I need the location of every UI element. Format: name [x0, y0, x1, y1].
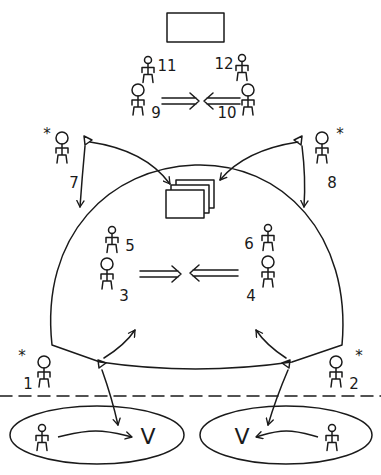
- asterisk-mark: *: [336, 127, 344, 142]
- pointer-arrow: [268, 370, 288, 425]
- person-figure: [56, 132, 68, 163]
- oval-outline: [198, 404, 374, 466]
- pointer-arrow: [256, 431, 318, 437]
- hand-marker: [84, 136, 92, 145]
- callout-number: 7: [69, 176, 79, 191]
- callout-number: 11: [157, 59, 176, 74]
- pointer-arrow: [58, 431, 132, 437]
- person-figure: [316, 132, 328, 163]
- hand-marker: [294, 136, 302, 145]
- person-figure: [262, 256, 274, 287]
- oval-group: V: [8, 404, 186, 466]
- pointer-arrow: [80, 146, 85, 207]
- hand-marker: [282, 360, 290, 368]
- asterisk-mark: *: [18, 349, 26, 364]
- person-figure: [142, 57, 154, 83]
- person-figure: [36, 425, 48, 451]
- callout-number: 5: [125, 239, 135, 254]
- screen-rect: [167, 13, 224, 42]
- person-figure: [101, 258, 113, 289]
- callout-number: 12: [214, 57, 233, 72]
- document-sheet: [166, 190, 204, 218]
- callout-number: 4: [246, 289, 256, 304]
- person-figure: [236, 55, 248, 81]
- asterisk-mark: *: [43, 127, 51, 142]
- pointer-arrow: [102, 370, 118, 425]
- callout-number: 9: [151, 106, 161, 121]
- person-figure: [330, 356, 342, 387]
- double-arrow: [140, 266, 181, 282]
- node-letter: V: [234, 426, 249, 448]
- callout-number: 2: [349, 377, 359, 392]
- dashed-boundary: [0, 395, 381, 397]
- node-letter: V: [140, 426, 155, 448]
- pointer-arrow: [220, 142, 298, 180]
- person-figure: [38, 356, 50, 387]
- hand-marker: [98, 360, 106, 368]
- person-figure: [242, 84, 254, 115]
- callout-number: 8: [327, 176, 337, 191]
- oval-group: V: [198, 404, 374, 466]
- person-figure: [262, 225, 274, 251]
- oval-outline: [8, 404, 186, 466]
- pointer-arrow: [104, 330, 135, 358]
- callout-number: 1: [23, 377, 33, 392]
- double-arrow: [162, 93, 199, 109]
- double-arrow: [190, 265, 238, 281]
- person-figure: [106, 227, 118, 253]
- dome-outline: [51, 165, 343, 369]
- asterisk-mark: *: [355, 349, 363, 364]
- person-figure: [132, 84, 144, 115]
- pointer-arrow: [302, 146, 305, 207]
- person-figure: [326, 425, 338, 451]
- pointer-arrow: [256, 330, 286, 358]
- callout-number: 10: [217, 106, 236, 121]
- callout-number: 3: [119, 289, 129, 304]
- callout-number: 6: [244, 237, 254, 252]
- pointer-arrow: [90, 142, 170, 184]
